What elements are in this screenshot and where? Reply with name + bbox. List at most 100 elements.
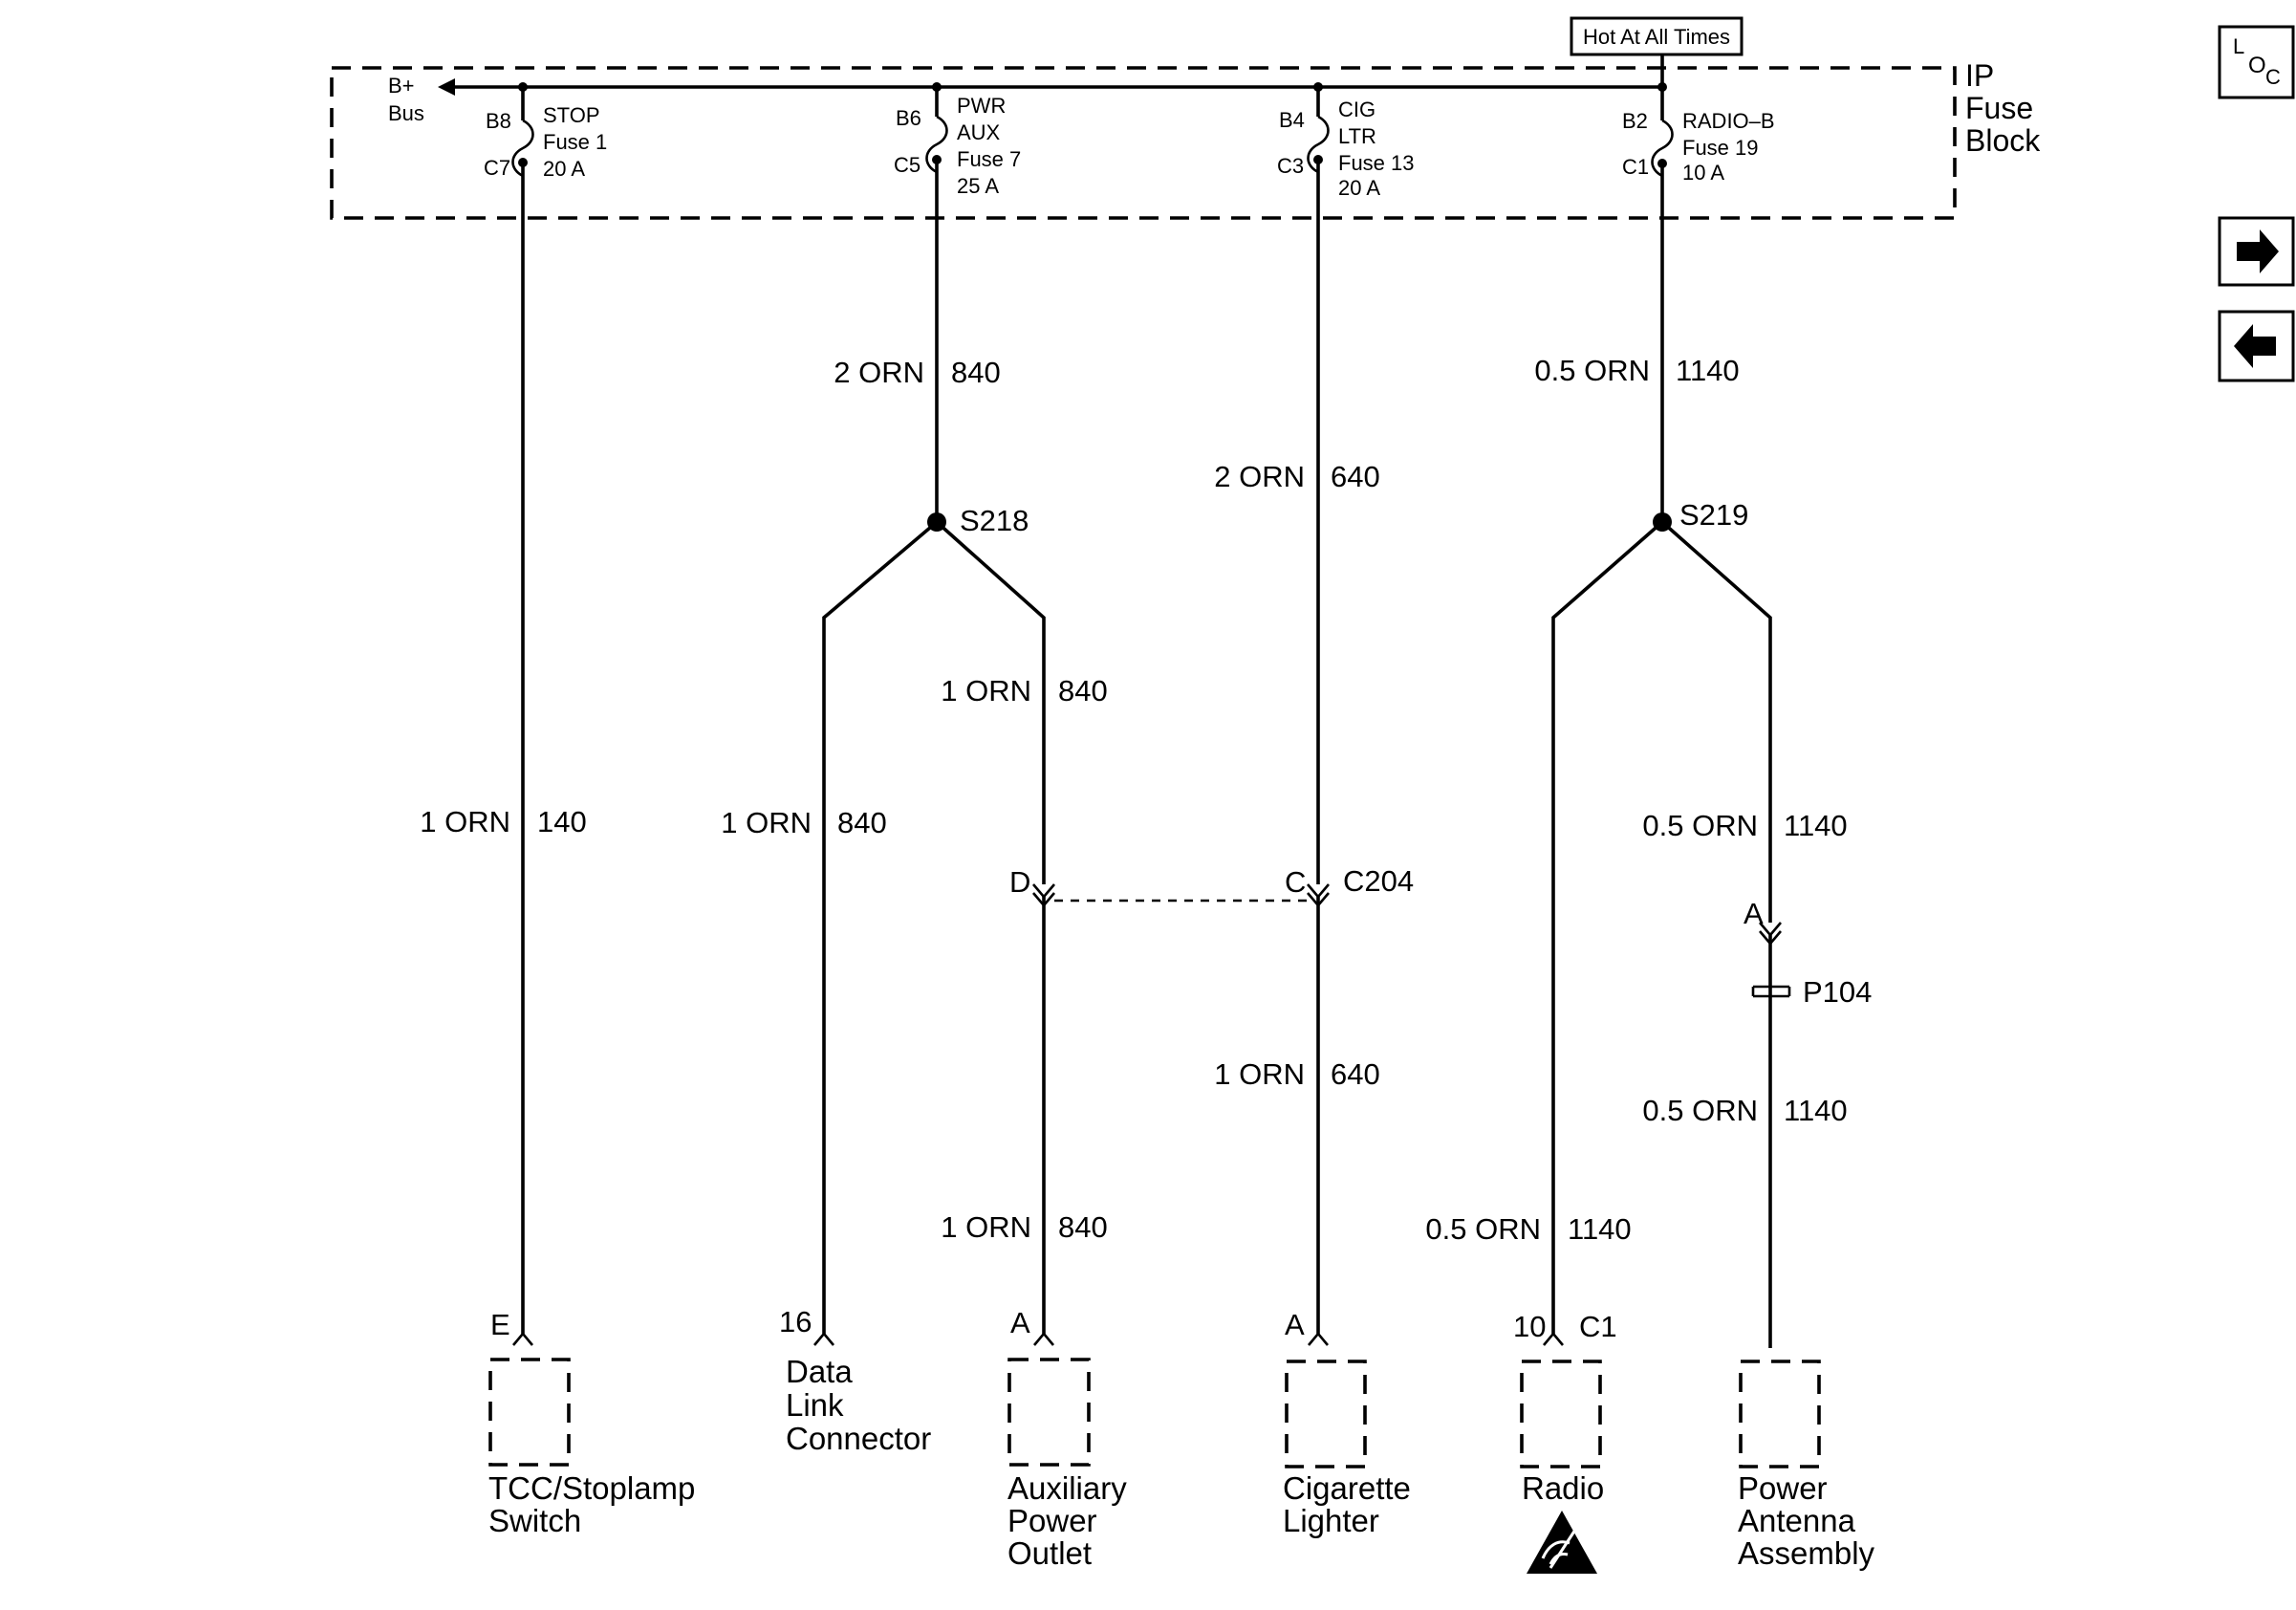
component-box — [1739, 1360, 1821, 1469]
prev-page-button[interactable] — [2218, 310, 2295, 382]
component-name-line2: Link — [786, 1387, 844, 1423]
fuse-name-line2: Fuse 1 — [543, 130, 607, 154]
wire-circuit: 1140 — [1568, 1212, 1632, 1246]
component-name-line2: Power — [1007, 1503, 1097, 1538]
fuse-pin-in: B4 — [1279, 108, 1305, 132]
bus-label-line2: Bus — [388, 101, 424, 125]
component-name-line1: Radio — [1522, 1470, 1604, 1506]
component-pin: 16 — [779, 1305, 812, 1338]
connector-c204: D C C204 — [1009, 864, 1414, 908]
hot-label-text: Hot At All Times — [1583, 25, 1730, 49]
component-name-line1: Data — [786, 1354, 853, 1389]
wire-gauge: 1 ORN — [420, 805, 510, 838]
wire-gauge: 1 ORN — [941, 674, 1031, 707]
component-pin: E — [490, 1308, 510, 1341]
fuse-pin-out: C3 — [1277, 154, 1304, 178]
bus-label-line1: B+ — [388, 74, 415, 98]
connector-c204-label: C204 — [1343, 864, 1414, 898]
fuse-icon — [511, 119, 534, 178]
component-radio: 10 C1 Radio — [1513, 1310, 1617, 1574]
connector-chevron-icon — [1759, 922, 1782, 946]
wire-circuit: 1140 — [1676, 354, 1740, 387]
component-name-line3: Connector — [786, 1421, 931, 1456]
wire-circuit: 840 — [1058, 1210, 1108, 1244]
component-name-line1: Auxiliary — [1007, 1470, 1127, 1506]
wire-label: 1 ORN 840 — [941, 1210, 1107, 1244]
fuse-block-label-line2: Fuse — [1965, 91, 2033, 125]
wire-circuit: 840 — [1058, 674, 1108, 707]
fuse-name-line3: 10 A — [1682, 161, 1724, 185]
fuse-name-line3: Fuse 13 — [1338, 151, 1415, 175]
connector-chevron-icon — [1307, 883, 1330, 908]
component-pin: A — [1285, 1308, 1305, 1341]
component-connector-id: C1 — [1579, 1310, 1617, 1343]
loc-letter-c: C — [2265, 65, 2281, 89]
fuse-name-line1: STOP — [543, 103, 600, 127]
hot-at-all-times-label: Hot At All Times — [1570, 16, 1744, 56]
component-box — [1285, 1360, 1367, 1469]
fuse-pin-in: B8 — [486, 109, 511, 133]
loc-letter-l: L — [2233, 34, 2244, 58]
wire-circuit: 840 — [837, 806, 887, 839]
fuse-name-line2: AUX — [957, 120, 1001, 144]
fuse-pin-out: C1 — [1622, 155, 1649, 179]
pin-terminal-icon — [1033, 1331, 1054, 1346]
component-auxiliary-power-outlet: A Auxiliary Power Outlet — [1007, 1306, 1127, 1571]
wire-circuit: 640 — [1331, 460, 1380, 493]
fuse-icon — [1651, 119, 1674, 178]
splice-s218-label: S218 — [960, 504, 1029, 537]
fuse-pin-out: C7 — [484, 156, 510, 180]
prev-arrow-icon — [2234, 324, 2276, 368]
fuse-name-line4: 20 A — [1338, 176, 1380, 200]
fuse-radio-b: B2 C1 RADIO–B Fuse 19 10 A — [1622, 82, 1775, 185]
wire-label: 2 ORN 840 — [834, 356, 1000, 389]
wire-gauge: 1 ORN — [941, 1210, 1031, 1244]
component-name-line1: Power — [1738, 1470, 1828, 1506]
wire-circuit: 140 — [537, 805, 587, 838]
wire-circuit: 840 — [951, 356, 1001, 389]
component-name-line2: Switch — [488, 1503, 581, 1538]
fuse-name-line4: 25 A — [957, 174, 999, 198]
connector-c204-pin-d: D — [1009, 865, 1030, 899]
wire-gauge: 0.5 ORN — [1642, 1094, 1758, 1127]
fuse-name-line3: Fuse 7 — [957, 147, 1021, 171]
wire-gauge: 0.5 ORN — [1534, 354, 1650, 387]
wire-1140-antenna-upper — [1660, 520, 1772, 923]
loc-button[interactable]: L O C — [2218, 25, 2295, 99]
fuse-icon — [1307, 115, 1330, 174]
wire-label: 1 ORN 640 — [1214, 1057, 1379, 1091]
component-name-line1: Cigarette — [1283, 1470, 1411, 1506]
wire-label: 1 ORN 840 — [721, 806, 886, 839]
next-arrow-icon — [2237, 229, 2279, 273]
wire-circuit: 640 — [1331, 1057, 1380, 1091]
wire-gauge: 0.5 ORN — [1425, 1212, 1541, 1246]
connector-chevron-icon — [1032, 883, 1055, 908]
component-name-line3: Outlet — [1007, 1535, 1092, 1571]
fuse-name-line1: PWR — [957, 94, 1006, 118]
fuse-name-line2: LTR — [1338, 124, 1376, 148]
component-tcc-stoplamp-switch: E TCC/Stoplamp Switch — [488, 1308, 695, 1538]
splice-s219-label: S219 — [1679, 498, 1748, 532]
pin-terminal-icon — [1543, 1331, 1564, 1346]
loc-letter-o: O — [2248, 53, 2266, 78]
fuse-name-line1: RADIO–B — [1682, 109, 1775, 133]
component-power-antenna-assembly: Power Antenna Assembly — [1738, 1360, 1875, 1571]
pin-terminal-icon — [512, 1331, 533, 1346]
wire-label: 0.5 ORN 1140 — [1534, 354, 1739, 387]
component-cigarette-lighter: A Cigarette Lighter — [1283, 1308, 1411, 1538]
wire-840-dlc — [822, 520, 939, 1334]
connector-p104: A P104 — [1744, 897, 1872, 1009]
wire-gauge: 1 ORN — [721, 806, 812, 839]
component-name-line2: Antenna — [1738, 1503, 1856, 1538]
component-name-line3: Assembly — [1738, 1535, 1875, 1571]
component-name-line1: TCC/Stoplamp — [488, 1470, 695, 1506]
pin-terminal-icon — [1308, 1331, 1329, 1346]
splice-s219 — [1653, 512, 1672, 532]
esd-warning-icon — [1527, 1511, 1597, 1574]
fuse-name-line1: CIG — [1338, 98, 1375, 121]
inline-connector-icon — [1751, 985, 1791, 998]
component-name-line2: Lighter — [1283, 1503, 1379, 1538]
wire-label: 1 ORN 140 — [420, 805, 586, 838]
next-page-button[interactable] — [2218, 216, 2295, 287]
